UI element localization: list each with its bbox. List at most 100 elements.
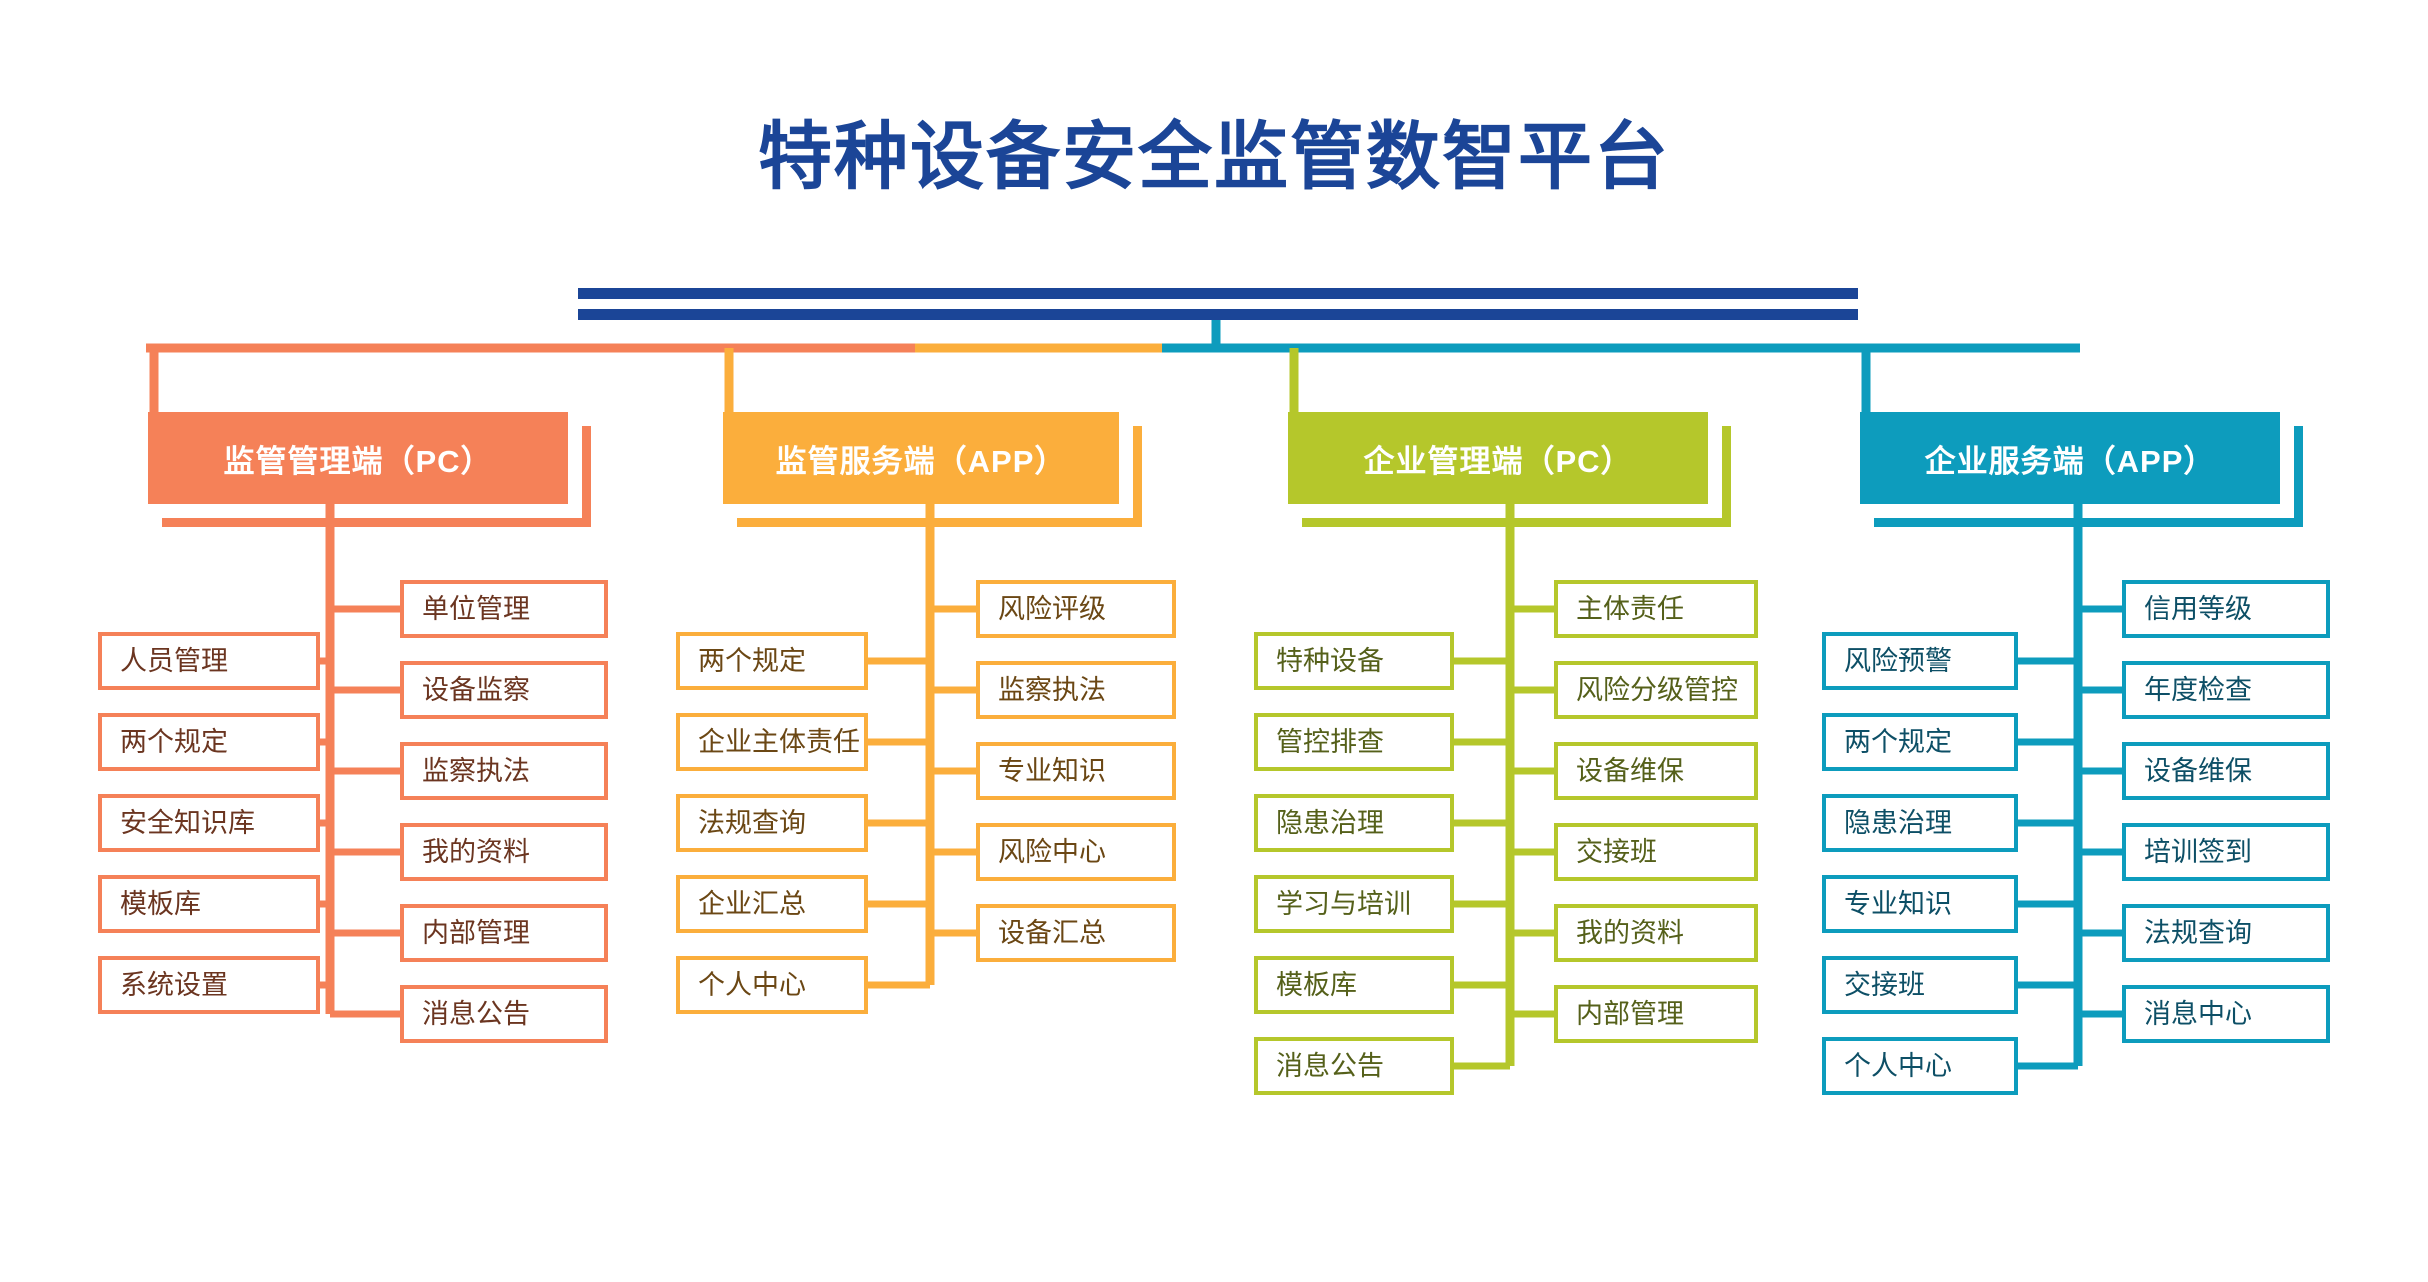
- leaf-node[interactable]: 风险预警: [1822, 632, 2018, 690]
- column-header-label: 监管管理端（PC）: [223, 443, 493, 479]
- leaf-node-label: 交接班: [1844, 969, 1925, 1000]
- leaf-node-label: 专业知识: [1844, 888, 1952, 919]
- leaf-node[interactable]: 学习与培训: [1254, 875, 1454, 933]
- leaf-node[interactable]: 设备监察: [400, 661, 608, 719]
- leaf-node[interactable]: 交接班: [1822, 956, 2018, 1014]
- leaf-node-label: 特种设备: [1276, 645, 1384, 676]
- column-header-label: 企业服务端（APP）: [1924, 443, 2216, 479]
- leaf-node[interactable]: 企业汇总: [676, 875, 868, 933]
- leaf-node-label: 设备维保: [1576, 755, 1684, 786]
- leaf-node-label: 监察执法: [998, 674, 1106, 705]
- leaf-node-label: 信用等级: [2144, 593, 2252, 624]
- leaf-node-label: 我的资料: [422, 836, 530, 867]
- leaf-node[interactable]: 风险中心: [976, 823, 1176, 881]
- leaf-node[interactable]: 监察执法: [400, 742, 608, 800]
- page-title: 特种设备安全监管数智平台: [758, 115, 1670, 198]
- leaf-node[interactable]: 两个规定: [1822, 713, 2018, 771]
- leaf-node[interactable]: 管控排查: [1254, 713, 1454, 771]
- leaf-node[interactable]: 交接班: [1554, 823, 1758, 881]
- leaf-node[interactable]: 设备维保: [2122, 742, 2330, 800]
- leaf-node[interactable]: 设备汇总: [976, 904, 1176, 962]
- title-block: 特种设备安全监管数智平台: [0, 118, 2428, 196]
- leaf-node[interactable]: 法规查询: [676, 794, 868, 852]
- leaf-node-label: 我的资料: [1576, 917, 1684, 948]
- leaf-node-label: 风险中心: [998, 836, 1106, 867]
- title-underline-bottom: [578, 309, 1858, 320]
- leaf-node-label: 风险评级: [998, 593, 1106, 624]
- leaf-node[interactable]: 个人中心: [676, 956, 868, 1014]
- leaf-node-label: 两个规定: [698, 645, 806, 676]
- leaf-node[interactable]: 隐患治理: [1254, 794, 1454, 852]
- leaf-node-label: 两个规定: [120, 726, 228, 757]
- leaf-node-label: 单位管理: [422, 593, 530, 624]
- leaf-node-label: 人员管理: [120, 645, 228, 676]
- column-header-col3[interactable]: 企业管理端（PC）: [1288, 412, 1731, 527]
- leaf-node-label: 消息中心: [2144, 998, 2252, 1029]
- leaf-node[interactable]: 两个规定: [98, 713, 320, 771]
- leaf-node[interactable]: 我的资料: [400, 823, 608, 881]
- leaf-node[interactable]: 设备维保: [1554, 742, 1758, 800]
- leaf-node-label: 设备监察: [422, 674, 530, 705]
- leaf-node-label: 隐患治理: [1276, 807, 1384, 838]
- leaf-node[interactable]: 专业知识: [1822, 875, 2018, 933]
- leaf-node-label: 个人中心: [1844, 1050, 1952, 1081]
- leaf-node[interactable]: 培训签到: [2122, 823, 2330, 881]
- leaf-node-label: 培训签到: [2144, 836, 2252, 867]
- leaf-node[interactable]: 风险评级: [976, 580, 1176, 638]
- leaf-node[interactable]: 专业知识: [976, 742, 1176, 800]
- leaf-node-label: 系统设置: [120, 969, 228, 1000]
- column-header-col1[interactable]: 监管管理端（PC）: [148, 412, 591, 527]
- column-header-label: 监管服务端（APP）: [775, 443, 1067, 479]
- column-header-fill: 企业服务端（APP）: [1860, 412, 2280, 504]
- leaf-node[interactable]: 系统设置: [98, 956, 320, 1014]
- leaf-node-label: 两个规定: [1844, 726, 1952, 757]
- leaf-node-label: 风险预警: [1844, 645, 1952, 676]
- leaf-node[interactable]: 消息中心: [2122, 985, 2330, 1043]
- column-header-fill: 监管管理端（PC）: [148, 412, 568, 504]
- leaf-node-label: 交接班: [1576, 836, 1657, 867]
- leaf-node-label: 法规查询: [698, 807, 806, 838]
- leaf-node[interactable]: 模板库: [1254, 956, 1454, 1014]
- leaf-node[interactable]: 信用等级: [2122, 580, 2330, 638]
- leaf-node[interactable]: 法规查询: [2122, 904, 2330, 962]
- leaf-node-label: 个人中心: [698, 969, 806, 1000]
- title-underline-top: [578, 288, 1858, 299]
- leaf-node[interactable]: 模板库: [98, 875, 320, 933]
- leaf-node-label: 消息公告: [1276, 1050, 1384, 1081]
- leaf-node[interactable]: 个人中心: [1822, 1037, 2018, 1095]
- leaf-node[interactable]: 消息公告: [400, 985, 608, 1043]
- leaf-node[interactable]: 主体责任: [1554, 580, 1758, 638]
- leaf-node[interactable]: 内部管理: [1554, 985, 1758, 1043]
- leaf-node-label: 监察执法: [422, 755, 530, 786]
- leaf-node[interactable]: 两个规定: [676, 632, 868, 690]
- leaf-node-label: 法规查询: [2144, 917, 2252, 948]
- leaf-node[interactable]: 人员管理: [98, 632, 320, 690]
- leaf-node[interactable]: 监察执法: [976, 661, 1176, 719]
- leaf-node-label: 专业知识: [998, 755, 1106, 786]
- column-header-col4[interactable]: 企业服务端（APP）: [1860, 412, 2303, 527]
- leaf-node-label: 管控排查: [1276, 726, 1384, 757]
- column-header-col2[interactable]: 监管服务端（APP）: [723, 412, 1142, 527]
- leaf-node[interactable]: 单位管理: [400, 580, 608, 638]
- column-header-label: 企业管理端（PC）: [1363, 443, 1633, 479]
- leaf-node[interactable]: 风险分级管控: [1554, 661, 1758, 719]
- leaf-node-label: 安全知识库: [120, 807, 255, 838]
- leaf-node-label: 设备汇总: [998, 917, 1106, 948]
- leaf-node-label: 隐患治理: [1844, 807, 1952, 838]
- leaf-node[interactable]: 我的资料: [1554, 904, 1758, 962]
- leaf-node[interactable]: 消息公告: [1254, 1037, 1454, 1095]
- leaf-node-label: 设备维保: [2144, 755, 2252, 786]
- leaf-node[interactable]: 隐患治理: [1822, 794, 2018, 852]
- leaf-node[interactable]: 特种设备: [1254, 632, 1454, 690]
- leaf-node[interactable]: 内部管理: [400, 904, 608, 962]
- leaf-node[interactable]: 安全知识库: [98, 794, 320, 852]
- leaf-node-label: 内部管理: [422, 917, 530, 948]
- leaf-node-label: 年度检查: [2144, 674, 2252, 705]
- column-header-fill: 监管服务端（APP）: [723, 412, 1119, 504]
- leaf-node-label: 消息公告: [422, 998, 530, 1029]
- leaf-node-label: 学习与培训: [1276, 888, 1411, 919]
- leaf-node[interactable]: 企业主体责任: [676, 713, 868, 771]
- leaf-node[interactable]: 年度检查: [2122, 661, 2330, 719]
